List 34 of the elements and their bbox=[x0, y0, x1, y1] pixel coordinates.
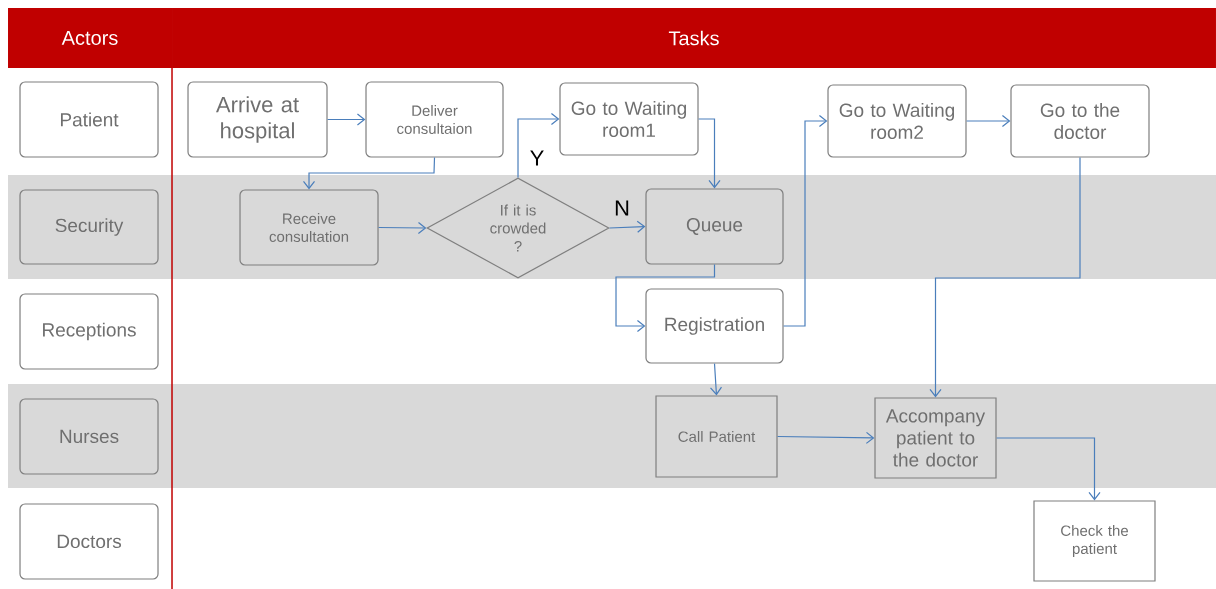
arrow bbox=[378, 221, 427, 234]
process-box: Registration bbox=[645, 288, 784, 364]
process-box: Check the patient bbox=[1033, 500, 1156, 582]
arrow bbox=[327, 113, 366, 126]
arrow bbox=[609, 220, 646, 233]
process-box: Go to Waiting room1 bbox=[559, 82, 699, 156]
arrow bbox=[783, 114, 828, 327]
process-box: Go to Waiting room2 bbox=[827, 84, 967, 158]
process-box: Go to the doctor bbox=[1010, 84, 1150, 158]
actor-box: Receptions bbox=[19, 293, 159, 370]
arrow bbox=[517, 112, 560, 178]
arrow bbox=[966, 114, 1011, 128]
process-box: Call Patient bbox=[655, 395, 778, 478]
actor-box: Security bbox=[19, 189, 159, 265]
process-box: Deliver consultaion bbox=[365, 81, 504, 158]
actor-box: Doctors bbox=[19, 503, 159, 580]
process-box: Queue bbox=[645, 188, 784, 265]
node-label: Actors bbox=[61, 31, 118, 45]
edge-label: N bbox=[613, 199, 631, 217]
actor-box: Patient bbox=[19, 81, 159, 158]
process-box: Receive consultation bbox=[239, 189, 379, 266]
arrow bbox=[709, 363, 723, 396]
arrow bbox=[929, 157, 1081, 398]
node-label: Tasks bbox=[668, 30, 719, 46]
arrow bbox=[615, 264, 716, 333]
arrow bbox=[698, 118, 721, 189]
arrow bbox=[996, 437, 1101, 501]
arrow bbox=[777, 431, 875, 444]
edge-label: Y bbox=[528, 149, 546, 167]
actor-box: Nurses bbox=[19, 398, 159, 475]
header-cell: Actors bbox=[8, 8, 172, 68]
process-box: Arrive at hospital bbox=[187, 81, 328, 158]
arrow bbox=[302, 157, 436, 190]
process-box: Accompany patient to the doctor bbox=[874, 397, 997, 479]
